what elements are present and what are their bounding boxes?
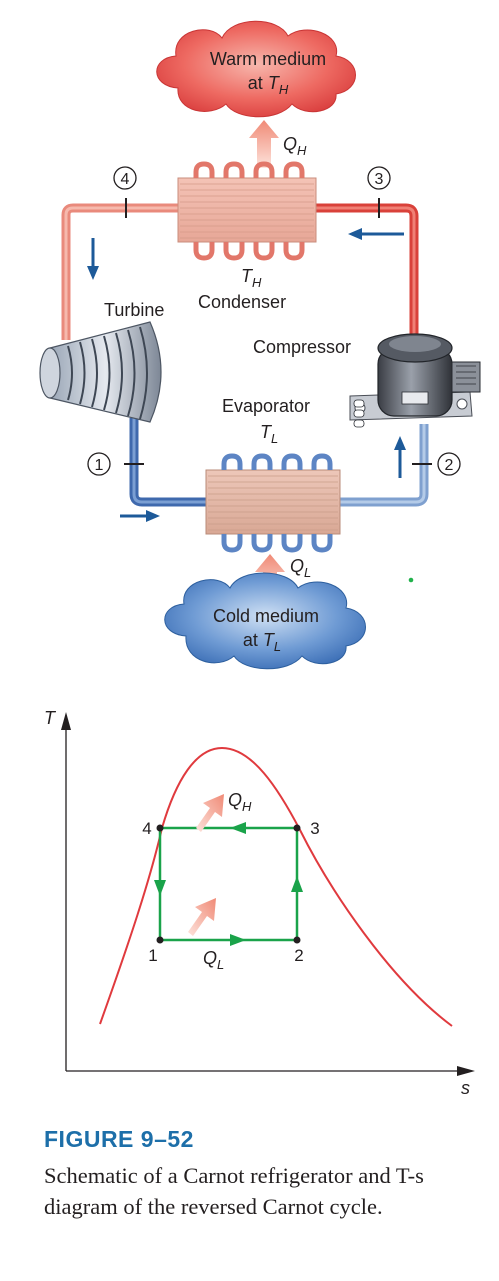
svg-text:3: 3 — [375, 171, 384, 188]
state-marker-2: 2 — [412, 452, 461, 476]
ts-heat-out-label: QH — [228, 790, 252, 814]
heat-out-label: QH — [283, 134, 307, 158]
x-axis-label: s — [461, 1078, 470, 1098]
svg-text:1: 1 — [95, 457, 104, 474]
cold-pipe — [129, 418, 429, 507]
evaporator-label: Evaporator — [222, 396, 310, 416]
flow-arrow-down — [87, 238, 99, 280]
warm-medium-cloud: Warm medium at TH — [156, 20, 356, 118]
svg-text:4: 4 — [121, 171, 130, 188]
saturation-dome — [99, 746, 453, 1027]
turbine-icon — [39, 321, 162, 423]
compressor-label: Compressor — [253, 337, 351, 357]
ts-heat-out-arrow — [196, 794, 224, 832]
point-3-label: 3 — [310, 819, 319, 838]
evaporator — [205, 453, 341, 553]
heat-out-arrow: QH — [249, 120, 307, 168]
flow-arrow-right — [120, 510, 160, 522]
state-points — [156, 824, 301, 944]
point-2-label: 2 — [294, 946, 303, 965]
cold-medium-line1: Cold medium — [213, 606, 319, 626]
warm-medium-line2: at TH — [248, 73, 289, 97]
ts-heat-in-arrow — [188, 898, 216, 936]
flow-arrow-left — [348, 228, 404, 240]
heat-in-label: QL — [290, 556, 311, 580]
hot-pipe — [61, 203, 419, 340]
point-1-label: 1 — [148, 946, 157, 965]
turbine-label: Turbine — [104, 300, 164, 320]
ts-heat-in-label: QL — [203, 948, 224, 972]
carnot-cycle — [154, 822, 303, 946]
svg-text:2: 2 — [445, 457, 454, 474]
state-marker-3: 3 — [367, 166, 391, 218]
condenser-temp-label: TH — [241, 266, 262, 290]
cold-medium-line2: at TL — [243, 630, 281, 654]
stray-dot — [408, 577, 414, 583]
figure-caption: Schematic of a Carnot refrigerator and T… — [44, 1163, 424, 1219]
evaporator-temp-label: TL — [260, 422, 278, 446]
state-marker-1: 1 — [87, 452, 144, 476]
ts-axes — [61, 712, 475, 1076]
point-4-label: 4 — [142, 819, 151, 838]
compressor-icon — [349, 333, 481, 428]
warm-medium-line1: Warm medium — [210, 49, 326, 69]
flow-arrow-up — [394, 436, 406, 478]
condenser-label: Condenser — [198, 292, 286, 312]
cold-medium-cloud: Cold medium at TL — [164, 572, 366, 670]
state-marker-4: 4 — [113, 166, 137, 218]
figure-number: FIGURE 9–52 — [44, 1126, 194, 1152]
y-axis-label: T — [44, 708, 57, 728]
condenser — [177, 161, 317, 261]
